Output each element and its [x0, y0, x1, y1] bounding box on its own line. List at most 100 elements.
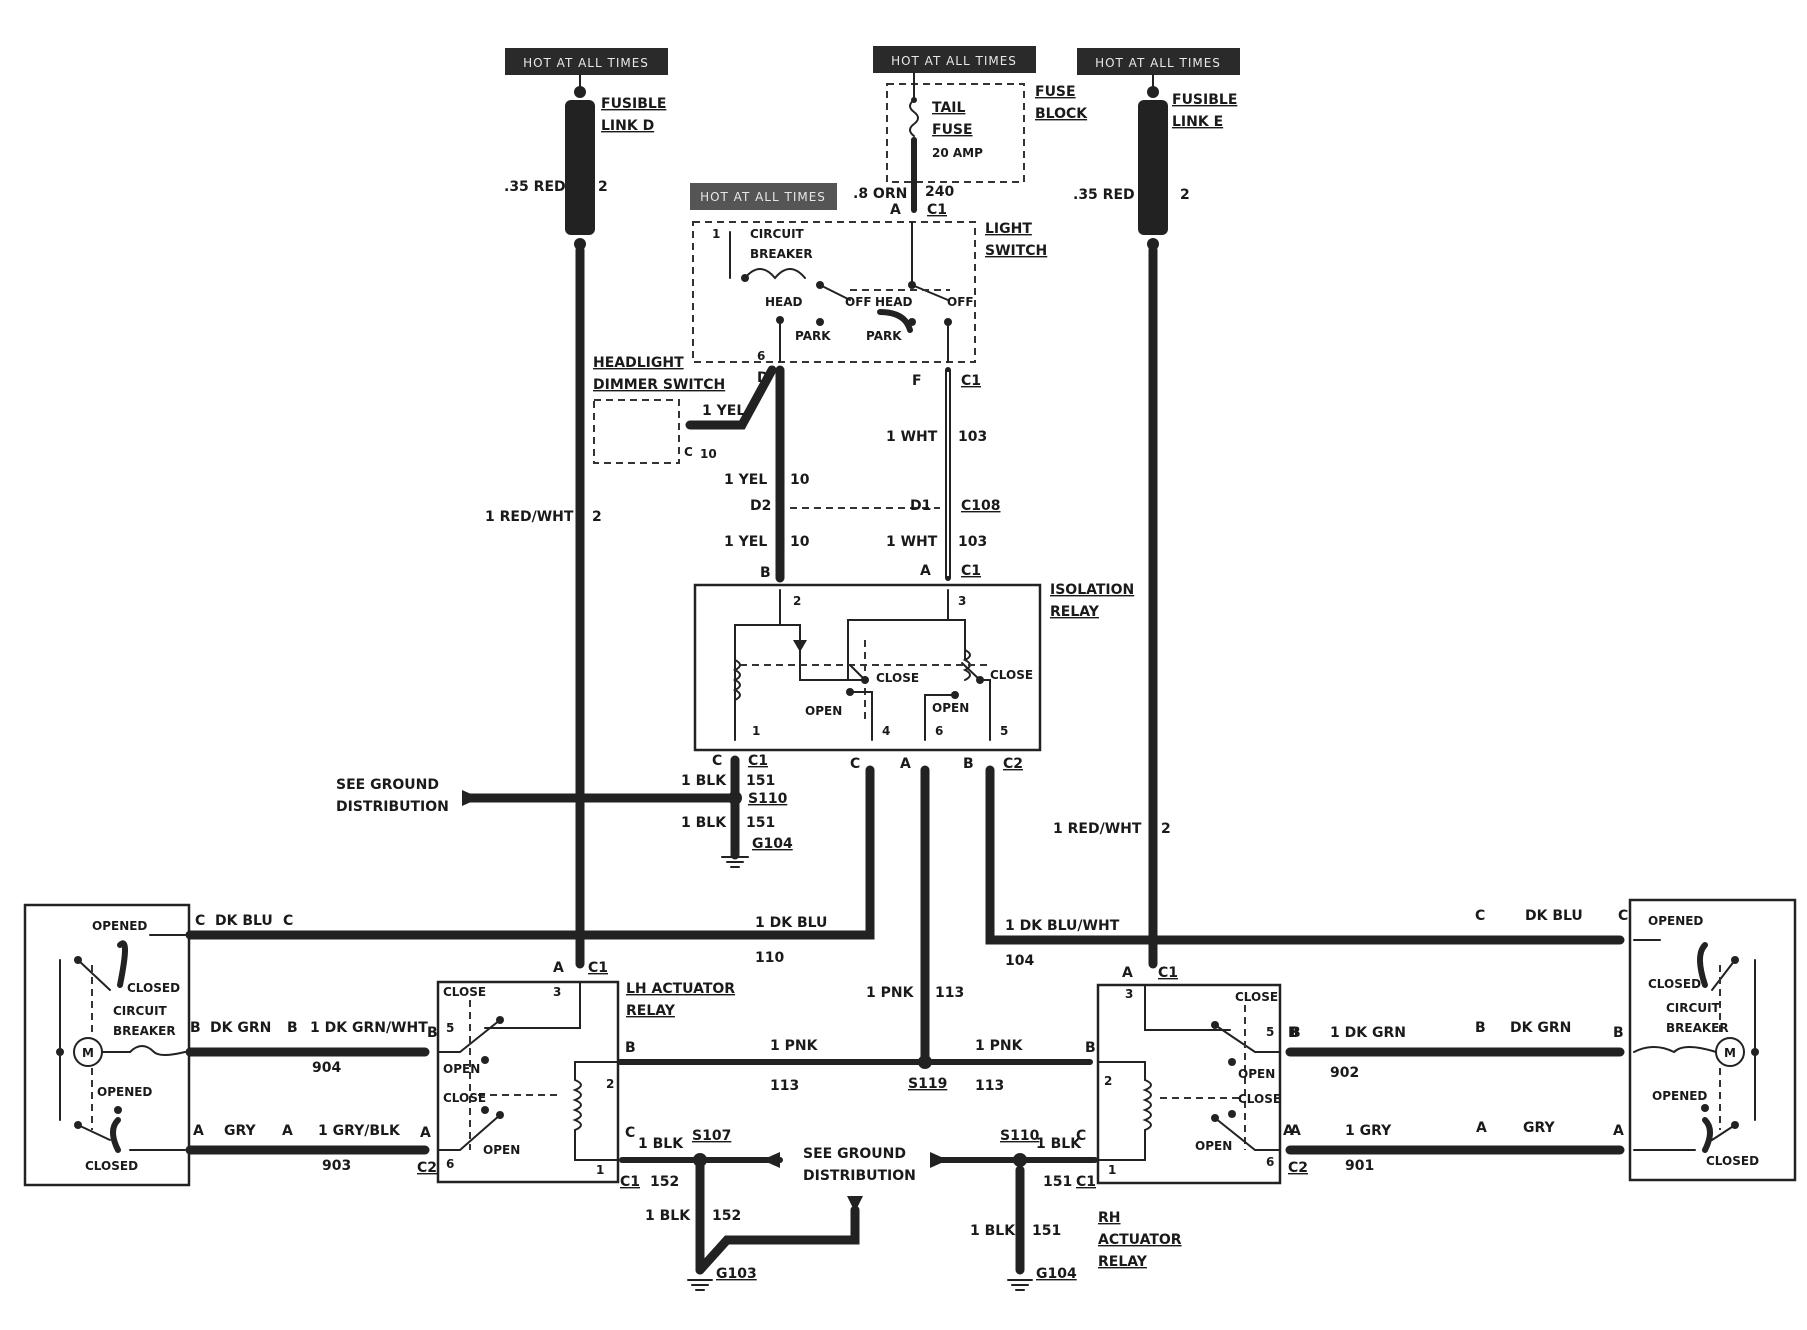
- circuit-label: 10: [790, 472, 810, 488]
- pin-label: B: [963, 756, 974, 772]
- wire-label: 1 GRY/BLK: [318, 1123, 401, 1139]
- circuit-label: 151: [746, 773, 775, 789]
- circuit-label: 10: [790, 534, 810, 550]
- lh-relay-label: LH ACTUATOR: [626, 981, 735, 997]
- pin-label: B: [1475, 1020, 1486, 1036]
- actuator-opened-label: OPENED: [1648, 914, 1703, 928]
- hot-banner-right: HOT AT ALL TIMES: [1077, 48, 1240, 75]
- connector-label: C108: [961, 498, 1001, 514]
- wire-label: 1 PNK: [866, 985, 915, 1001]
- wire-label: GRY: [1523, 1120, 1556, 1136]
- rh-relay-label: RH: [1098, 1210, 1121, 1226]
- pin-label: B: [190, 1020, 201, 1036]
- pin-label: C: [1618, 908, 1628, 924]
- fuse-name: TAIL: [932, 100, 966, 116]
- actuator-cb-label-2: BREAKER: [113, 1024, 176, 1038]
- wire-label: GRY: [224, 1123, 257, 1139]
- wire-label: 1 GRY: [1345, 1123, 1392, 1139]
- switch-pos-park: PARK: [866, 329, 902, 343]
- actuator-opened-label: OPENED: [92, 919, 147, 933]
- switch-pos-head: HEAD: [765, 295, 803, 309]
- pin-label: A: [920, 563, 931, 579]
- ground-symbol: [1007, 1279, 1033, 1291]
- ground-symbol: [721, 856, 749, 868]
- wire-label: .35 RED: [504, 179, 566, 195]
- fusible-link-d-label: FUSIBLE: [601, 96, 666, 112]
- pin-label: 5: [446, 1021, 454, 1035]
- circuit-label: 110: [755, 950, 784, 966]
- rh-relay-label-3: RELAY: [1098, 1254, 1148, 1270]
- switch-pos-off: OFF: [947, 295, 974, 309]
- pin-label: C: [625, 1125, 635, 1141]
- rh-headlamp-actuator: OPENED CLOSED CIRCUIT BREAKER OPENED CLO…: [1628, 898, 1797, 1182]
- fuse-name-2: FUSE: [932, 122, 973, 138]
- wire-label: 1 DK GRN/WHT: [310, 1020, 428, 1036]
- connector-label: C1: [588, 960, 608, 976]
- circuit-label: 113: [935, 985, 964, 1001]
- see-ground-label-2: DISTRIBUTION: [803, 1168, 916, 1184]
- switch-pos-off: OFF: [845, 295, 872, 309]
- pin-label: 2: [793, 594, 801, 608]
- circuit-label: 2: [1180, 187, 1190, 203]
- pin-label: F: [912, 373, 922, 389]
- fuse-block: TAIL FUSE 20 AMP FUSE BLOCK: [886, 72, 1088, 183]
- isolation-relay: ISOLATION RELAY 2 3 CLOSE CLOSE OPEN OPE…: [693, 582, 1134, 752]
- hot-label: HOT AT ALL TIMES: [891, 54, 1017, 68]
- see-ground-label: SEE GROUND: [336, 777, 439, 793]
- circuit-label: 113: [770, 1078, 799, 1094]
- rh-relay-label-2: ACTUATOR: [1098, 1232, 1182, 1248]
- fuse-block-label-2: BLOCK: [1035, 106, 1088, 122]
- relay-open-label: OPEN: [932, 701, 969, 715]
- see-ground-label: SEE GROUND: [803, 1146, 906, 1162]
- pin-label: A: [900, 756, 911, 772]
- relay-close-label: CLOSE: [443, 1091, 486, 1105]
- pin-label: 3: [553, 985, 561, 999]
- hot-label: HOT AT ALL TIMES: [523, 56, 649, 70]
- actuator-closed-label: CLOSED: [85, 1159, 138, 1173]
- relay-open-label: OPEN: [805, 704, 842, 718]
- pin-label: A: [420, 1125, 431, 1141]
- wire-label: 1 WHT: [886, 429, 938, 445]
- actuator-opened-label: OPENED: [97, 1085, 152, 1099]
- lh-relay-label-2: RELAY: [626, 1003, 676, 1019]
- wire-label: 1 YEL: [702, 403, 745, 419]
- pin-label: A: [1290, 1123, 1301, 1139]
- wire-label: 1 DK BLU/WHT: [1005, 918, 1120, 934]
- pin-label: B: [287, 1020, 298, 1036]
- actuator-closed-label: CLOSED: [1706, 1154, 1759, 1168]
- wire-label: 1 BLK: [970, 1223, 1016, 1239]
- actuator-opened-label: OPENED: [1652, 1089, 1707, 1103]
- wire-label: 1 RED/WHT: [485, 509, 574, 525]
- actuator-cb-label-2: BREAKER: [1666, 1021, 1729, 1035]
- wire-label: DK GRN: [1510, 1020, 1571, 1036]
- wire-label: 1 PNK: [975, 1038, 1024, 1054]
- relay-close-label: CLOSE: [876, 671, 919, 685]
- circuit-breaker-label: CIRCUIT: [750, 227, 805, 241]
- pin-label: B: [1288, 1025, 1299, 1041]
- pin-label: C: [1475, 908, 1485, 924]
- switch-pos-head: HEAD: [875, 295, 913, 309]
- wire-label: DK BLU: [1525, 908, 1583, 924]
- wire-label: 1 DK GRN: [1330, 1025, 1406, 1041]
- pin-label: 3: [1125, 987, 1133, 1001]
- pin-label: B: [1290, 1025, 1301, 1041]
- wire-label: DK GRN: [210, 1020, 271, 1036]
- pin-label: B: [1613, 1025, 1624, 1041]
- wire-label: 1 YEL: [724, 534, 767, 550]
- splice-label: S107: [692, 1128, 731, 1144]
- connector-label: C2: [1288, 1160, 1308, 1176]
- fuse-rating: 20 AMP: [932, 146, 983, 160]
- circuit-label: 152: [712, 1208, 741, 1224]
- hot-banner-switch: HOT AT ALL TIMES: [690, 183, 837, 210]
- relay-close-label: CLOSE: [443, 985, 486, 999]
- circuit-label: 152: [650, 1174, 679, 1190]
- wire-label: 1 BLK: [681, 773, 727, 789]
- fusible-link-e-label-2: LINK E: [1172, 114, 1223, 130]
- rh-actuator-relay: RH ACTUATOR RELAY CLOSE 3 5 OPEN CLOSE O…: [1096, 983, 1282, 1270]
- pin-label: B: [760, 565, 771, 581]
- actuator-cb-label: CIRCUIT: [1666, 1001, 1721, 1015]
- pin-label: A: [1283, 1123, 1294, 1139]
- wire-label: 1 BLK: [681, 815, 727, 831]
- fuse-block-label: FUSE: [1035, 84, 1076, 100]
- pin-label: 5: [1266, 1025, 1274, 1039]
